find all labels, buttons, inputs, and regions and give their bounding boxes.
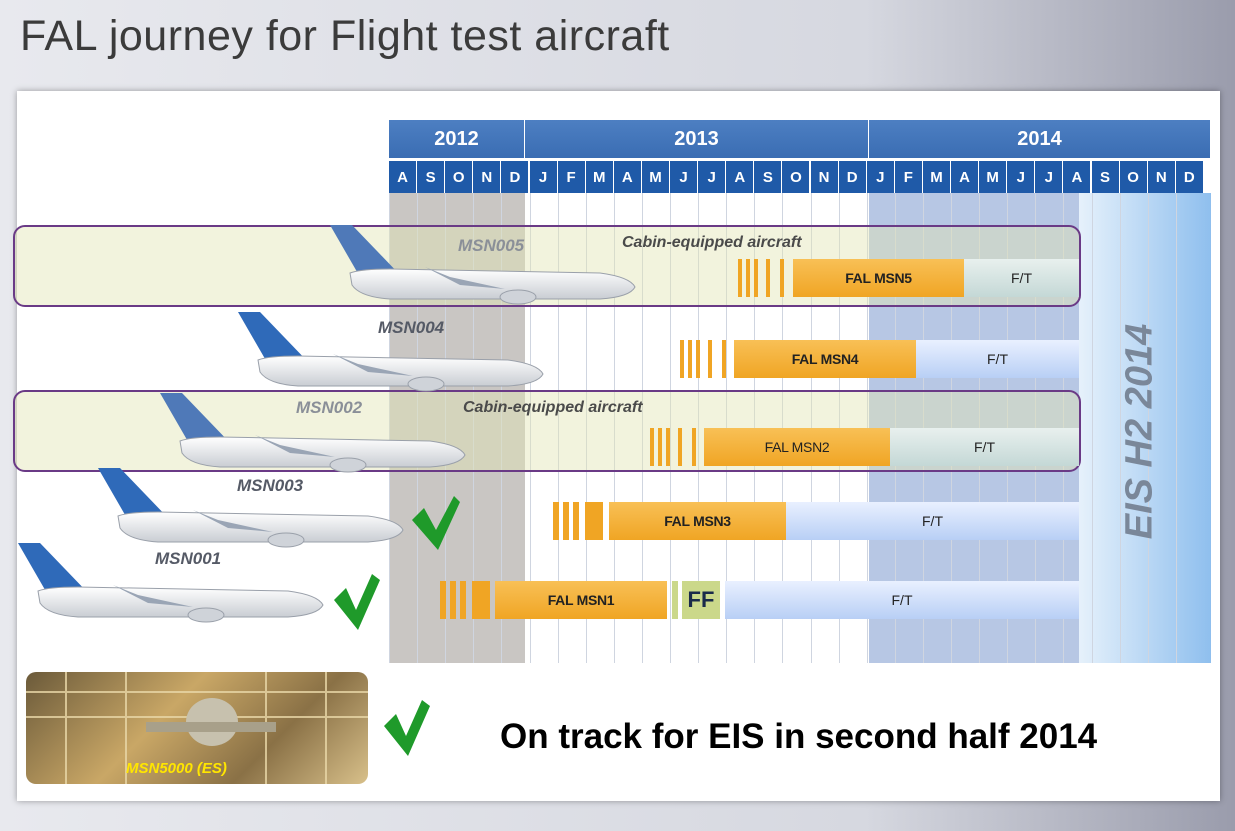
check-icon — [334, 574, 380, 630]
check-icon — [384, 700, 430, 756]
a350-msn001-plane — [18, 543, 323, 622]
tagline: On track for EIS in second half 2014 — [500, 717, 1097, 757]
a350-msn004-plane — [238, 312, 543, 391]
msn5000-photo: MSN5000 (ES) — [26, 672, 368, 784]
check-icon — [412, 496, 460, 550]
a350-msn002-plane — [160, 393, 465, 472]
a350-msn005-plane — [330, 225, 635, 304]
photo-caption: MSN5000 (ES) — [126, 760, 227, 777]
a350-msn003-plane — [98, 468, 403, 547]
